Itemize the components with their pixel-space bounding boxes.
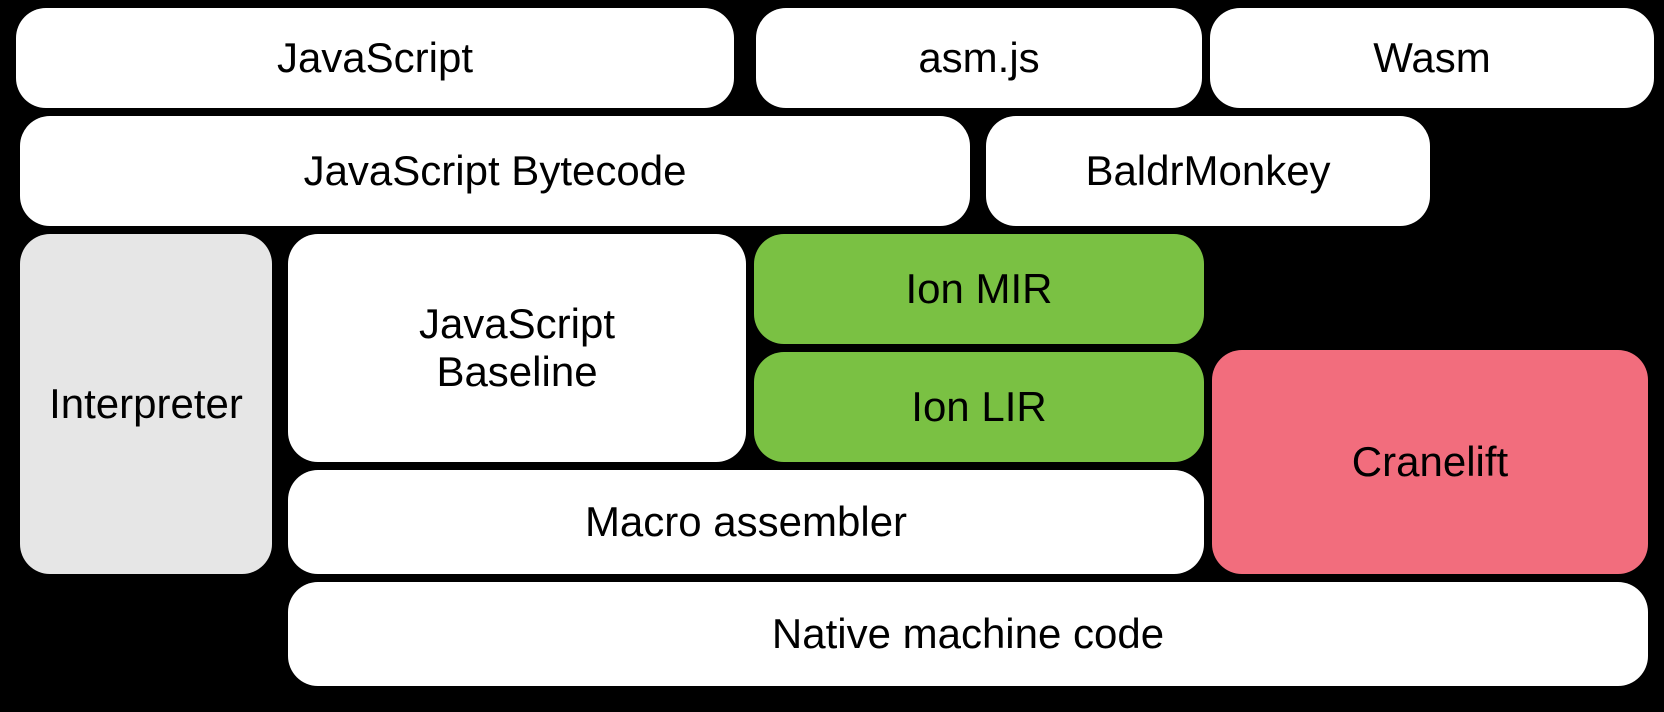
- box-macro-assembler-label: Macro assembler: [584, 497, 908, 545]
- box-ion-mir-label: Ion MIR: [905, 264, 1053, 312]
- box-javascript-label: JavaScript: [276, 33, 474, 81]
- box-native-machine-code: Native machine code: [288, 582, 1648, 686]
- box-javascript-baseline-label: JavaScript Baseline: [418, 299, 616, 395]
- box-baldrmonkey-label: BaldrMonkey: [1085, 146, 1331, 194]
- box-native-machine-code-label: Native machine code: [771, 609, 1165, 657]
- box-macro-assembler: Macro assembler: [288, 470, 1204, 574]
- box-ion-lir: Ion LIR: [754, 352, 1204, 462]
- box-asmjs: asm.js: [756, 8, 1202, 108]
- box-interpreter-label: Interpreter: [49, 379, 243, 427]
- box-ion-lir-label: Ion LIR: [911, 382, 1047, 430]
- box-javascript-bytecode: JavaScript Bytecode: [20, 116, 970, 226]
- box-cranelift: Cranelift: [1212, 350, 1648, 574]
- box-cranelift-label: Cranelift: [1351, 437, 1509, 485]
- box-wasm-label: Wasm: [1373, 33, 1491, 81]
- box-wasm: Wasm: [1210, 8, 1654, 108]
- box-asmjs-label: asm.js: [918, 33, 1040, 81]
- box-javascript-bytecode-label: JavaScript Bytecode: [303, 146, 687, 194]
- box-interpreter: Interpreter: [20, 234, 272, 574]
- box-baldrmonkey: BaldrMonkey: [986, 116, 1430, 226]
- box-ion-mir: Ion MIR: [754, 234, 1204, 344]
- box-javascript-baseline: JavaScript Baseline: [288, 234, 746, 462]
- box-javascript: JavaScript: [16, 8, 734, 108]
